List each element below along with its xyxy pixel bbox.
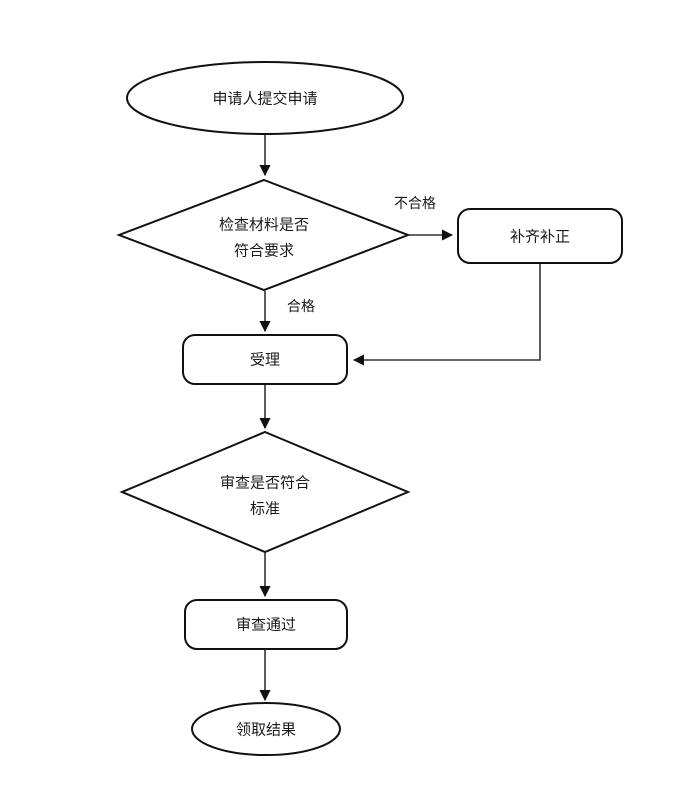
check-materials-label-line2: 符合要求	[234, 242, 294, 260]
supplement-label: 补齐补正	[510, 228, 570, 246]
start-label: 申请人提交申请	[212, 90, 317, 108]
node-check-materials[interactable]: 检查材料是否 符合要求	[116, 178, 411, 292]
collect-result-ellipse-shape	[191, 702, 341, 756]
start-ellipse-shape	[126, 61, 404, 135]
accept-label: 受理	[250, 351, 280, 369]
check-materials-diamond-shape	[116, 178, 411, 292]
review-standard-label-line1: 审查是否符合	[220, 474, 310, 492]
node-supplement[interactable]: 补齐补正	[457, 208, 623, 264]
node-collect-result[interactable]: 领取结果	[191, 702, 341, 756]
review-standard-diamond-shape	[119, 430, 411, 554]
review-standard-label-line2: 标准	[250, 500, 280, 518]
review-passed-label: 审查通过	[236, 616, 296, 634]
review-passed-box-shape	[184, 599, 348, 650]
accept-box-shape	[182, 334, 348, 385]
edge-label-pass: 合格	[287, 299, 315, 315]
check-materials-label-line1: 检查材料是否	[219, 216, 309, 234]
node-review-standard[interactable]: 审查是否符合 标准	[119, 430, 411, 554]
supplement-box-shape	[457, 208, 623, 264]
node-start[interactable]: 申请人提交申请	[126, 61, 404, 135]
node-review-passed[interactable]: 审查通过	[184, 599, 348, 650]
node-accept[interactable]: 受理	[182, 334, 348, 385]
edge-supplement-to-accept	[352, 263, 541, 366]
collect-result-label: 领取结果	[236, 721, 296, 739]
edge-label-fail: 不合格	[394, 196, 436, 212]
connector-layer	[259, 134, 541, 702]
